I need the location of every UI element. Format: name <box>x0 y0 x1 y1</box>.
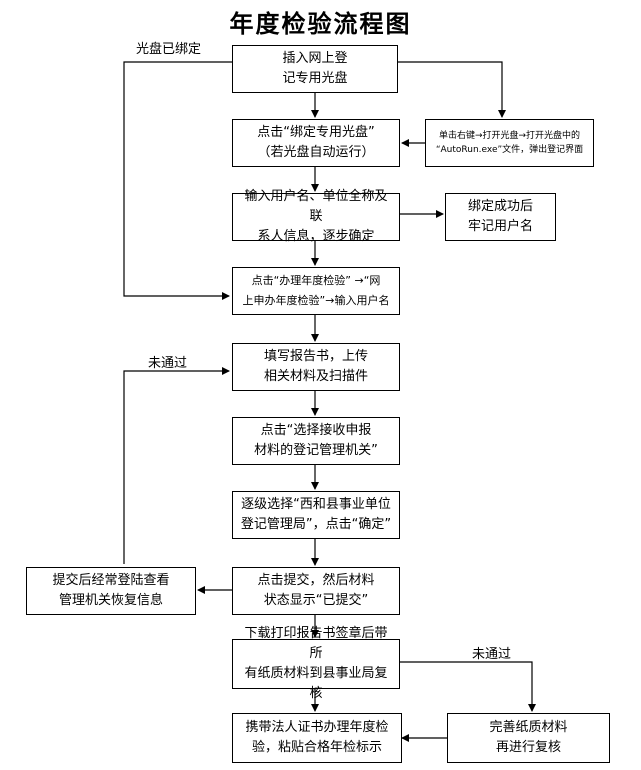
step-manual-run: 单击右键→打开光盘→打开光盘中的 “AutoRun.exe”文件，弹出登记界面 <box>425 119 594 167</box>
step-check-feedback: 提交后经常登陆查看 管理机关恢复信息 <box>26 567 196 615</box>
label-already-bound: 光盘已绑定 <box>136 42 202 57</box>
step-bring-certificate: 携带法人证书办理年度检 验，粘贴合格年检标示 <box>232 713 402 763</box>
diagram-title: 年度检验流程图 <box>229 10 412 38</box>
step-complete-paper: 完善纸质材料 再进行复核 <box>447 713 610 763</box>
arrow-feedback-to-fill <box>123 367 230 564</box>
step-download-print: 下载打印报告书签章后带所 有纸质材料到县事业局复核 <box>232 626 400 701</box>
step-select-receiver: 点击“选择接收申报 材料的登记管理机关” <box>232 417 400 465</box>
step-annual-check: 点击“办理年度检验” →“网 上申办年度检验”→输入用户名 <box>232 267 400 315</box>
arrow-already-bound <box>123 61 232 300</box>
arrow-insert-to-manual <box>398 61 506 118</box>
step-input-user-info: 输入用户名、单位全称及联 系人信息，逐步确定 <box>232 189 400 244</box>
label-not-passed-right: 未通过 <box>472 647 512 662</box>
step-select-bureau: 逐级选择“西和县事业单位 登记管理局”，点击“确定” <box>232 491 400 539</box>
step-insert-disc: 插入网上登 记专用光盘 <box>232 45 398 93</box>
step-click-bind-disc: 点击“绑定专用光盘” （若光盘自动运行） <box>232 119 400 167</box>
step-fill-report: 填写报告书，上传 相关材料及扫描件 <box>232 343 400 391</box>
step-bind-success: 绑定成功后 牢记用户名 <box>445 193 556 241</box>
label-not-passed-left: 未通过 <box>148 356 188 371</box>
arrow-download-to-complete <box>400 661 536 712</box>
step-submit: 点击提交，然后材料 状态显示“已提交” <box>232 567 400 615</box>
